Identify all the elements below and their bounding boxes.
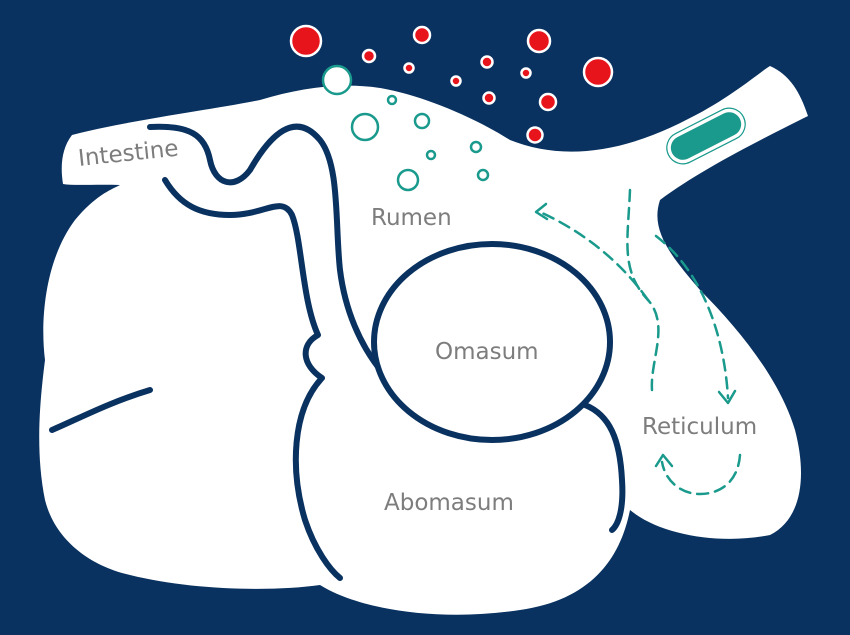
ingesta-bubbles	[321, 64, 490, 192]
gas-bubbles	[289, 24, 614, 144]
teal-ring-icon	[350, 112, 380, 142]
red-circle-icon	[480, 55, 494, 69]
dashed-arrow-icon	[660, 453, 742, 496]
arrowhead-icon	[654, 453, 674, 468]
red-circle-icon	[450, 75, 462, 87]
label-omasum: Omasum	[435, 339, 539, 365]
teal-ring-icon	[396, 168, 420, 192]
esophagus-bolus	[666, 107, 746, 165]
teal-ring-icon	[469, 140, 483, 154]
abomasum-right-line	[582, 402, 626, 533]
intestine-fold-line	[147, 123, 385, 375]
intestine-lower-line	[162, 177, 343, 581]
teal-ring-icon	[386, 94, 398, 106]
red-circle-icon	[582, 56, 614, 88]
teal-ring-icon	[476, 168, 490, 182]
left-lobe-line	[49, 387, 153, 433]
arrowhead-icon	[534, 202, 549, 221]
teal-ring-icon	[321, 64, 353, 96]
red-circle-icon	[412, 25, 432, 45]
teal-ring-icon	[425, 149, 437, 161]
teal-pill-icon	[670, 112, 742, 160]
red-circle-icon	[403, 62, 415, 74]
label-abomasum: Abomasum	[384, 490, 514, 516]
teal-ring-icon	[413, 112, 431, 130]
label-reticulum: Reticulum	[642, 414, 757, 440]
red-circle-icon	[526, 126, 544, 144]
red-circle-icon	[289, 24, 323, 58]
red-circle-icon	[482, 91, 496, 105]
red-circle-icon	[520, 67, 532, 79]
red-circle-icon	[526, 28, 552, 54]
organ-divisions	[49, 123, 626, 581]
arrowheads	[534, 202, 737, 468]
arrowhead-icon	[717, 389, 737, 405]
dashed-arrow-icon	[654, 234, 730, 400]
flow-arrows	[538, 188, 742, 496]
red-circle-icon	[361, 48, 377, 64]
red-circle-icon	[538, 92, 558, 112]
omasum-outline	[371, 241, 613, 443]
dashed-arrow-icon	[538, 210, 650, 302]
label-rumen: Rumen	[371, 205, 452, 231]
